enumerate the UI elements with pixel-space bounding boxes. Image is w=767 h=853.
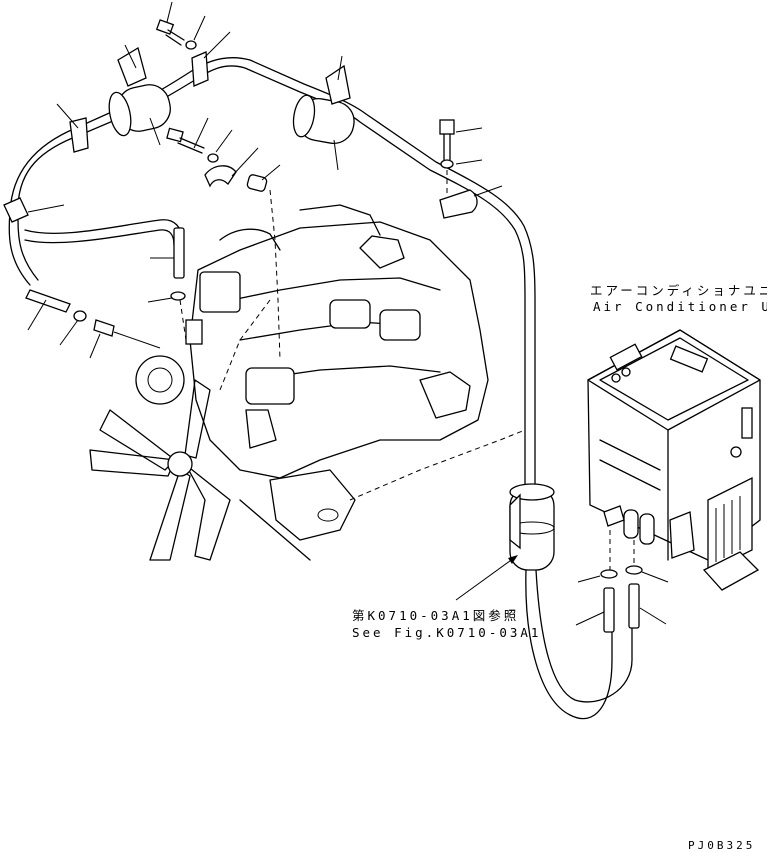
bolt-mid [166, 117, 281, 192]
ac-unit [587, 329, 761, 591]
unit-label-jp: エアーコンディショナユニット [590, 283, 767, 298]
unit-label-en: Air Conditioner Unit [593, 299, 767, 314]
hose-pieces-left [25, 227, 186, 359]
engine [135, 204, 489, 561]
bolt-right [439, 119, 503, 219]
lower-hose [525, 569, 633, 720]
bolt-top-left [155, 1, 206, 50]
silencer-lower [509, 483, 555, 571]
bracket-top [56, 31, 231, 153]
drawing-code: PJ0B325 [688, 839, 756, 852]
reference-label-en: See Fig.K0710-03A1 [352, 625, 542, 640]
silencer-right [292, 55, 355, 171]
dashed-routing [179, 189, 526, 501]
ac-hoses [575, 530, 669, 633]
reference-label-jp: 第K0710-03A1図参照 [352, 608, 520, 623]
silencer-left [108, 44, 171, 146]
reference-arrow [455, 555, 518, 601]
left-hose [3, 197, 183, 286]
fan [89, 379, 231, 561]
